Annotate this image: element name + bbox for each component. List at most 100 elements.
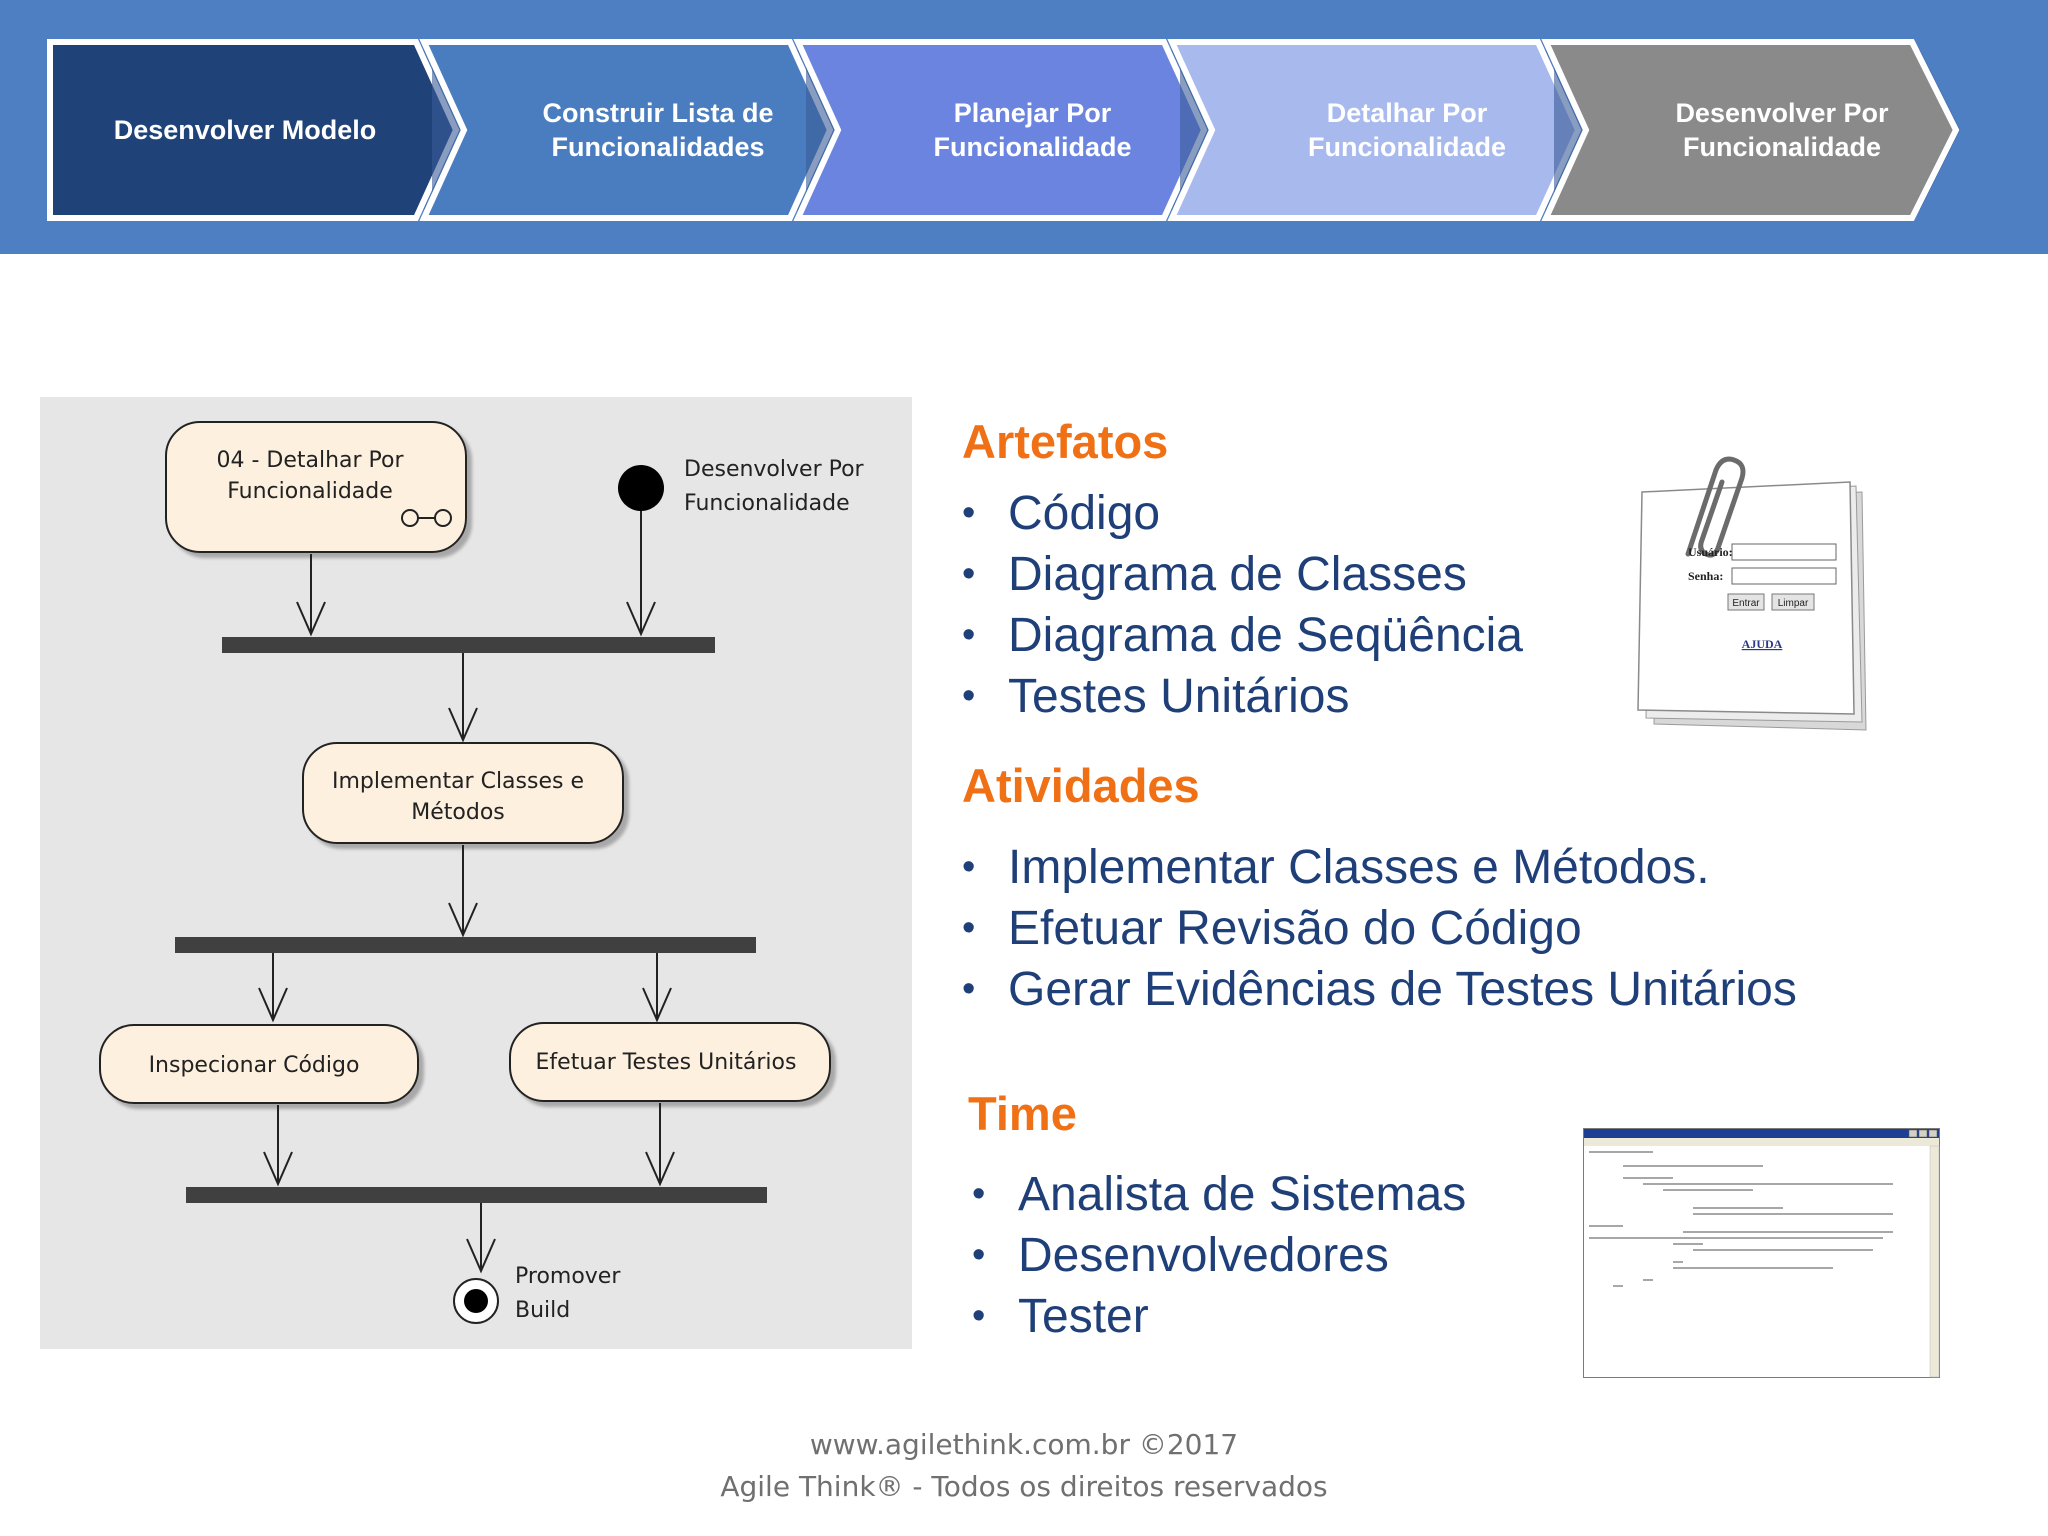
node-inspecionar-codigo: Inspecionar Código xyxy=(99,1024,419,1104)
entrar-label: Entrar xyxy=(1732,598,1760,609)
window-scrollbar xyxy=(1929,1145,1940,1378)
edge-inspecionar-to-join3 xyxy=(263,1105,293,1187)
node-implementar-classes: Implementar Classes e Métodos xyxy=(302,742,624,844)
atividades-list: • Implementar Classes e Métodos. • Efetuar… xyxy=(962,837,1797,1020)
step-label-desenvolver-por: Desenvolver Por Funcionalidade xyxy=(1675,98,1889,162)
step-label-detalhar: Detalhar Por Funcionalidade xyxy=(1307,98,1507,162)
list-item: • Analista de Sistemas xyxy=(972,1164,1466,1225)
list-item-text: Implementar Classes e Métodos. xyxy=(1008,841,1710,894)
list-item-text: Gerar Evidências de Testes Unitários xyxy=(1008,963,1797,1016)
end-node: Promover Build xyxy=(453,1264,621,1324)
node-testes-label: Efetuar Testes Unitários xyxy=(536,1050,797,1075)
sync-bar-2 xyxy=(175,937,756,953)
bullet-icon: • xyxy=(962,846,976,888)
node-implementar-line1: Implementar Classes e xyxy=(332,769,584,794)
artefatos-list: • Código •Diagrama de Classes • Diagrama d… xyxy=(962,483,1523,727)
limpar-label: Limpar xyxy=(1778,598,1809,609)
subactivity-link-icon xyxy=(401,509,452,527)
list-item-text: Analista de Sistemas xyxy=(1018,1168,1467,1221)
start-node-label-line1: Desenvolver Por xyxy=(684,457,865,482)
time-title: Time xyxy=(968,1087,1077,1140)
step-label-construir-lista: Construir Lista de Funcionalidades xyxy=(542,98,774,162)
process-step-4 xyxy=(1167,39,1582,221)
list-item: • Tester xyxy=(972,1286,1466,1347)
list-item-text: Código xyxy=(1008,487,1161,540)
list-item-text: Testes Unitários xyxy=(1008,670,1350,723)
window-titlebar xyxy=(1584,1129,1939,1138)
list-item: • Código xyxy=(962,483,1523,544)
edge-join3-to-end xyxy=(466,1203,496,1274)
edge-fork2-to-inspecionar xyxy=(258,953,288,1023)
limpar-button-illustration xyxy=(1771,593,1815,611)
paperclip-icon xyxy=(1685,456,1746,558)
usuario-label: Usuário: xyxy=(1688,545,1733,559)
bullet-icon: • xyxy=(972,1234,986,1276)
list-item: • Testes Unitários xyxy=(962,666,1523,727)
node-detalhar-line2: Funcionalidade xyxy=(227,479,393,504)
node-efetuar-testes: Efetuar Testes Unitários xyxy=(509,1022,831,1102)
process-banner: Desenvolver Modelo Construir Lista de Fu… xyxy=(0,0,2048,254)
process-steps xyxy=(47,39,1960,221)
process-step-2 xyxy=(419,39,834,221)
step-shape-2 xyxy=(419,39,834,221)
ajuda-link-illustration: AJUDA xyxy=(1742,637,1783,651)
window-controls-icon xyxy=(1908,1129,1938,1138)
process-step-5 xyxy=(1541,39,1960,221)
bullet-icon: • xyxy=(962,907,976,949)
footer-website: www.agilethink.com.br ©2017 xyxy=(809,1428,1239,1461)
edge-detalhar-to-join1 xyxy=(296,554,326,637)
step-shape-5 xyxy=(1541,39,1960,221)
bullet-icon: • xyxy=(972,1295,986,1337)
artefatos-title: Artefatos xyxy=(962,415,1169,468)
list-item: • Gerar Evidências de Testes Unitários xyxy=(962,959,1797,1020)
end-node-label-line1: Promover xyxy=(515,1264,621,1289)
bullet-icon: • xyxy=(962,553,976,595)
edge-implementar-to-fork2 xyxy=(448,845,478,938)
edge-join1-to-implementar xyxy=(448,653,478,743)
step-shape-3 xyxy=(793,39,1208,221)
senha-label: Senha: xyxy=(1688,569,1723,583)
footer: www.agilethink.com.br ©2017 Agile Think®… xyxy=(0,1424,2048,1508)
list-item: • Diagrama de Seqüência xyxy=(962,605,1523,666)
window-menubar xyxy=(1584,1138,1939,1146)
bullet-icon: • xyxy=(962,492,976,534)
list-item-text: Efetuar Revisão do Código xyxy=(1008,902,1582,955)
node-implementar-line2: Métodos xyxy=(411,800,505,825)
code-lines xyxy=(1589,1151,1893,1287)
bullet-icon: • xyxy=(962,675,976,717)
bullet-icon: • xyxy=(962,614,976,656)
process-step-1 xyxy=(47,39,460,221)
sync-bar-1 xyxy=(222,637,715,653)
usuario-input-illustration xyxy=(1731,543,1837,561)
bullet-icon: • xyxy=(972,1173,986,1215)
login-form-illustration: Usuário: Senha: Entrar Limpar AJUDA xyxy=(1637,456,1867,731)
step-label-desenvolver-modelo: Desenvolver Modelo xyxy=(113,115,377,145)
list-item: •Diagrama de Classes xyxy=(962,544,1523,605)
list-item: • Efetuar Revisão do Código xyxy=(962,898,1797,959)
senha-input-illustration xyxy=(1731,567,1837,585)
list-item-text: Desenvolvedores xyxy=(1018,1229,1389,1282)
edge-testes-to-join3 xyxy=(645,1103,675,1187)
edge-start-to-join1 xyxy=(626,511,656,637)
time-list: • Analista de Sistemas • Desenvolvedores •… xyxy=(972,1164,1466,1347)
atividades-title: Atividades xyxy=(962,759,1200,812)
start-node-label-line2: Funcionalidade xyxy=(684,491,850,516)
bullet-icon: • xyxy=(962,968,976,1010)
activity-diagram-canvas: 04 - Detalhar Por Funcionalidade Desenvo… xyxy=(99,421,865,1324)
list-item-text: Tester xyxy=(1018,1290,1149,1343)
start-node: Desenvolver Por Funcionalidade xyxy=(618,457,865,516)
step-label-planejar: Planejar Por Funcionalidade xyxy=(933,98,1132,162)
list-item: • Desenvolvedores xyxy=(972,1225,1466,1286)
process-step-3 xyxy=(793,39,1208,221)
entrar-button-illustration xyxy=(1727,593,1765,611)
code-editor-thumbnail xyxy=(1583,1128,1940,1378)
node-detalhar-line1: 04 - Detalhar Por xyxy=(216,448,404,473)
activity-diagram: 04 - Detalhar Por Funcionalidade Desenvo… xyxy=(40,397,912,1349)
end-node-label-line2: Build xyxy=(515,1298,570,1323)
list-item-text: Diagrama de Seqüência xyxy=(1008,609,1523,662)
step-shape-4 xyxy=(1167,39,1582,221)
list-item: • Implementar Classes e Métodos. xyxy=(962,837,1797,898)
sync-bar-3 xyxy=(186,1187,767,1203)
footer-copyright: Agile Think® - Todos os direitos reserva… xyxy=(720,1470,1328,1503)
node-detalhar-por-funcionalidade: 04 - Detalhar Por Funcionalidade xyxy=(165,421,467,553)
